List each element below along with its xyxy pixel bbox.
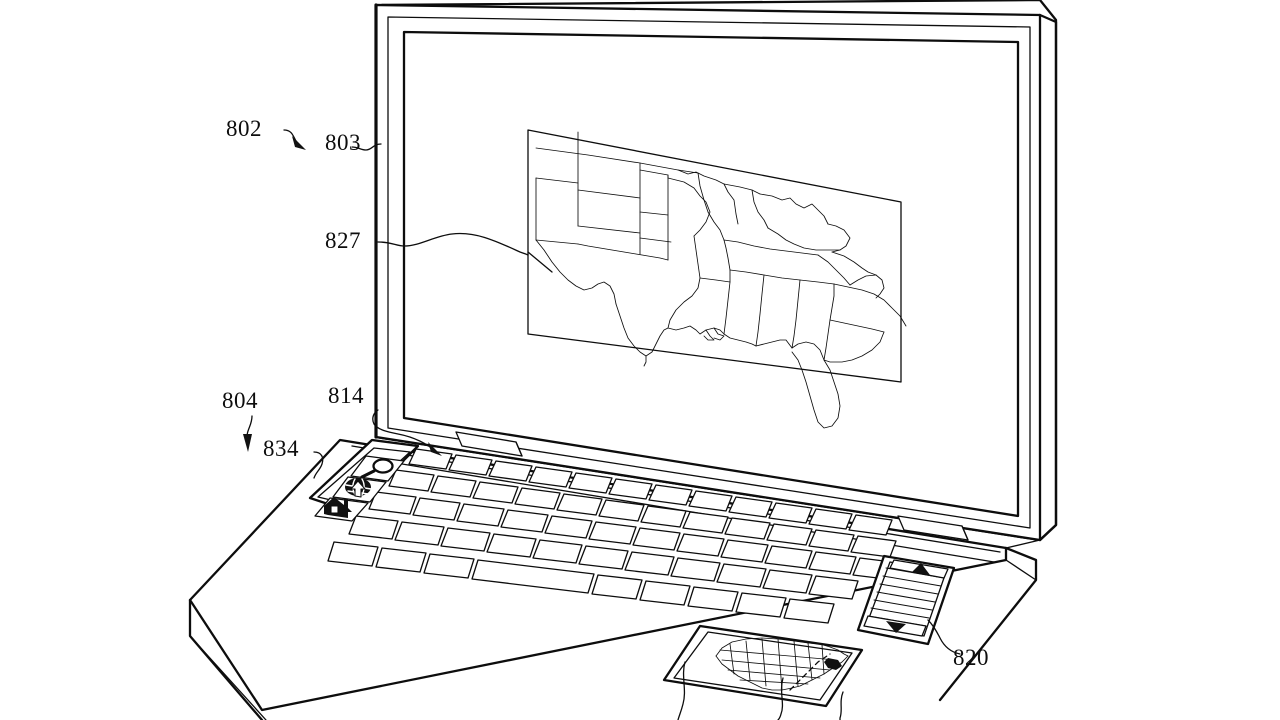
search-icon-handle bbox=[360, 469, 376, 479]
globe-up-arrow-outline bbox=[350, 480, 366, 498]
base-right-inner bbox=[1005, 559, 1037, 581]
united-states-map-zoomed bbox=[535, 131, 907, 429]
leader-814 bbox=[372, 409, 442, 456]
leader-827 bbox=[377, 232, 553, 273]
leader-834 bbox=[313, 451, 324, 479]
ref-834: 834 bbox=[263, 436, 299, 461]
hinge-left bbox=[455, 431, 523, 457]
base-front-lip bbox=[189, 635, 267, 720]
ref-820: 820 bbox=[953, 645, 989, 670]
lid-inner-border bbox=[387, 16, 1031, 529]
home-icon-door bbox=[331, 506, 338, 513]
home-icon-door-outline bbox=[330, 505, 339, 514]
ref-827: 827 bbox=[325, 228, 361, 253]
leader-804 bbox=[243, 415, 253, 452]
pointer-dashed-line bbox=[789, 653, 831, 691]
ref-803: 803 bbox=[325, 130, 361, 155]
key-row-2[interactable] bbox=[388, 469, 897, 558]
map-window[interactable] bbox=[527, 129, 907, 429]
leader-820 bbox=[927, 619, 961, 655]
home-icon-key[interactable] bbox=[314, 497, 369, 522]
united-states-map-overview bbox=[715, 637, 849, 691]
base-right-edge bbox=[938, 546, 1038, 702]
search-icon bbox=[372, 458, 394, 474]
icon-strip[interactable] bbox=[308, 438, 420, 522]
ref-814: 814 bbox=[328, 383, 364, 408]
scroll-arrow-down[interactable] bbox=[863, 615, 927, 637]
leader-802 bbox=[283, 129, 306, 150]
ref-804: 804 bbox=[222, 388, 258, 413]
trackpad-surface bbox=[662, 624, 864, 708]
lid-right-edge bbox=[1038, 13, 1058, 542]
ref-802: 802 bbox=[226, 116, 262, 141]
scroll-arrow-up[interactable] bbox=[889, 559, 949, 579]
base-back-wall bbox=[1005, 539, 1041, 549]
key-row-1[interactable] bbox=[408, 448, 893, 536]
leader-803 bbox=[351, 143, 382, 151]
key-row-5[interactable] bbox=[327, 541, 835, 624]
trackpad[interactable] bbox=[662, 624, 864, 708]
search-icon-key[interactable] bbox=[350, 455, 405, 482]
hinge-right bbox=[897, 515, 969, 541]
globe-upload-icon-key[interactable] bbox=[332, 476, 387, 503]
key-row-4[interactable] bbox=[348, 515, 859, 600]
